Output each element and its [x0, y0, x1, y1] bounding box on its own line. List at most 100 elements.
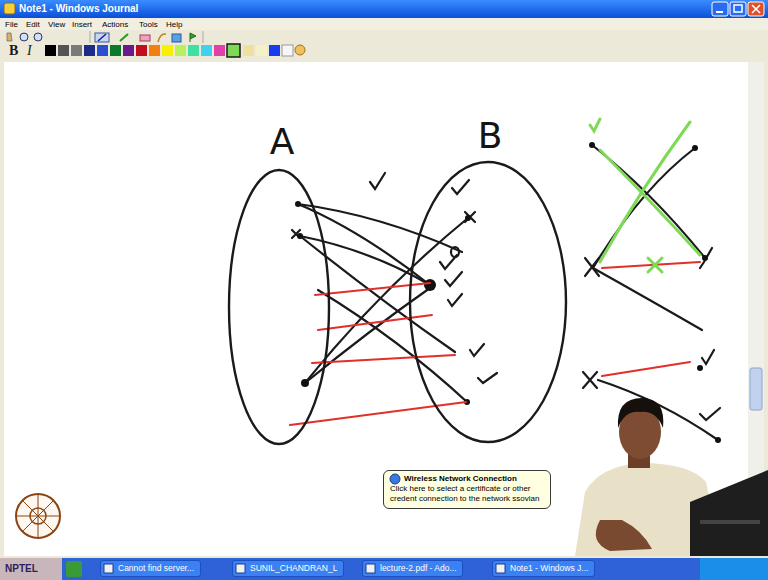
separator: [203, 31, 204, 43]
maximize-glyph: [734, 5, 742, 12]
menu-item: Edit: [26, 19, 40, 30]
highlight-line: [600, 150, 700, 255]
color-swatch: [201, 45, 212, 56]
ink-line: [318, 290, 467, 402]
taskbar: [0, 558, 768, 580]
button-icon: [496, 564, 505, 573]
button-icon: [104, 564, 113, 573]
close-glyph: [752, 5, 760, 13]
taskbar-label: lecture-2.pdf - Ado...: [380, 561, 457, 576]
insert-icon: [172, 34, 181, 42]
taskbar-label: Note1 - Windows J...: [510, 561, 589, 576]
ink-line: [593, 268, 702, 330]
color-swatch: [256, 45, 267, 56]
taskbar-button: Cannot find server...: [100, 560, 201, 577]
bold-button: B: [9, 43, 18, 59]
ink-cross: [585, 258, 599, 276]
ink-tick: [452, 180, 469, 194]
quick-launch-icon: [66, 561, 82, 577]
menu-item: Tools: [139, 19, 158, 30]
ink-dot: [715, 437, 721, 443]
button-icon-layer: [101, 561, 115, 576]
network-icon: [390, 474, 400, 484]
ellipse-outline-layer: [405, 112, 575, 452]
ink-dot: [424, 279, 436, 291]
laptop-edge: [700, 520, 760, 524]
button-icon: [366, 564, 375, 573]
pan-icon: [7, 33, 12, 41]
ink-dot: [295, 201, 301, 207]
ink-circle: [451, 247, 459, 257]
color-swatch: [269, 45, 280, 56]
color-swatch: [45, 45, 56, 56]
ink-tick: [370, 173, 385, 189]
logo-spokes: [16, 494, 60, 538]
taskbar-label: Cannot find server...: [118, 561, 195, 576]
highlight-tick: [590, 119, 600, 131]
laptop: [690, 470, 768, 556]
ink-dot: [297, 233, 303, 239]
eraser-icon: [140, 35, 150, 41]
ink-tick: [470, 344, 484, 356]
presenter: [575, 398, 768, 556]
lasso-icon: [158, 34, 166, 42]
palette-icon: [295, 45, 305, 55]
hair: [618, 398, 663, 428]
taskbar-button: Note1 - Windows J...: [492, 560, 595, 577]
menu-bar: [0, 18, 768, 30]
nptel-logo: [16, 494, 60, 538]
green-ink-lines: [590, 119, 700, 272]
matching-line: [602, 362, 690, 376]
color-swatch: [110, 45, 121, 56]
matching-line: [318, 315, 432, 330]
logo-tab: [0, 558, 62, 580]
color-swatch: [97, 45, 108, 56]
ink-dot: [702, 255, 708, 261]
menu-item: Help: [166, 19, 182, 30]
maximize-button: [730, 2, 746, 16]
menu-item: View: [48, 19, 65, 30]
toolbar-icons: [7, 31, 203, 43]
color-swatch: [136, 45, 147, 56]
set-ellipse: A: [222, 118, 342, 448]
menu-item: Insert: [72, 19, 92, 30]
ink-dot: [692, 145, 698, 151]
ink-dot: [301, 379, 309, 387]
color-swatch: [282, 45, 293, 56]
ink-tick: [448, 294, 462, 306]
highlight-line: [600, 122, 690, 262]
zoom-icon: [34, 33, 42, 41]
window-title: Note1 - Windows Journal: [0, 0, 768, 18]
button-icon-layer: [363, 561, 377, 576]
color-swatch: [58, 45, 69, 56]
ellipse-outline-layer: [222, 118, 342, 448]
button-icon: [236, 564, 245, 573]
pen-glyph: [98, 34, 106, 41]
pen-tool: [95, 33, 109, 42]
color-swatch: [175, 45, 186, 56]
toolbar: [0, 30, 768, 62]
color-palette: [45, 44, 305, 57]
matching-line: [312, 355, 455, 363]
taskbar-button: SUNIL_CHANDRAN_L: [232, 560, 344, 577]
color-swatch: [71, 45, 82, 56]
ink-dot: [465, 215, 471, 221]
minimize-glyph: [716, 11, 723, 13]
ink-tick: [445, 272, 462, 286]
color-swatch: [243, 45, 254, 56]
minimize-button: [712, 2, 728, 16]
balloon-body: Click here to select a certificate or ot…: [390, 484, 544, 504]
matching-line: [315, 283, 430, 295]
logo-text: NPTEL: [5, 562, 38, 576]
scrollbar-thumb: [750, 368, 762, 410]
set-label: B: [405, 116, 575, 156]
title-bar: Note1 - Windows Journal: [0, 0, 768, 18]
highlight-cross: [648, 258, 662, 272]
selected-swatch: [227, 44, 240, 57]
logo-ring: [16, 494, 60, 538]
taskbar-button: lecture-2.pdf - Ado...: [362, 560, 463, 577]
black-ink-lines: [292, 145, 720, 440]
set-ellipse: B: [405, 112, 575, 452]
ink-tick: [700, 408, 720, 420]
